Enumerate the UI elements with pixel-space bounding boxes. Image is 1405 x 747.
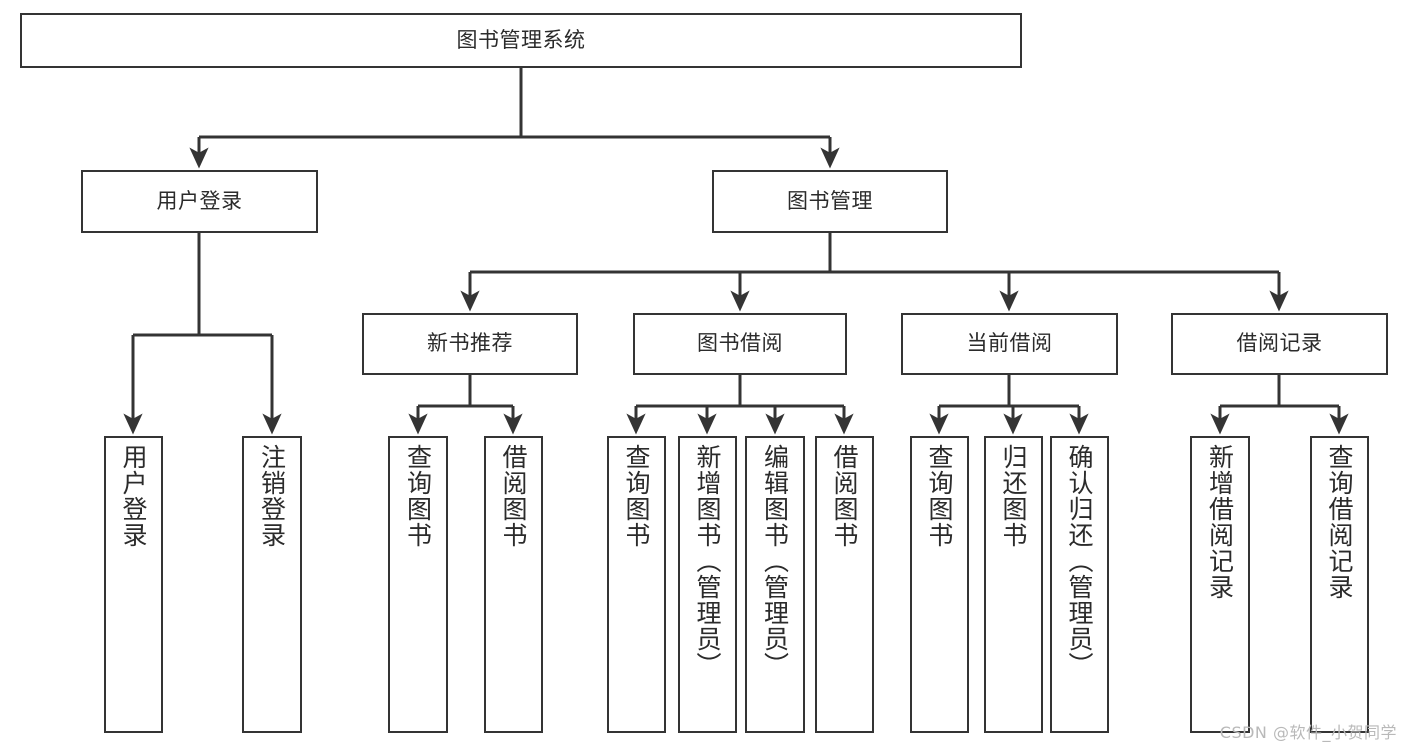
node-leaf-borrow-book-rec-label: 借阅图书 <box>499 444 528 548</box>
node-borrow-record-label: 借阅记录 <box>1236 331 1323 356</box>
node-leaf-query-book-cur[interactable]: 查询图书 <box>910 436 969 733</box>
node-current-borrow-label: 当前借阅 <box>966 331 1053 356</box>
node-leaf-query-record[interactable]: 查询借阅记录 <box>1310 436 1369 733</box>
node-leaf-borrow-book-rec[interactable]: 借阅图书 <box>484 436 543 733</box>
node-leaf-edit-book[interactable]: 编辑图书（管理员） <box>745 436 805 733</box>
node-borrow-record[interactable]: 借阅记录 <box>1171 313 1388 375</box>
node-current-borrow[interactable]: 当前借阅 <box>901 313 1118 375</box>
node-leaf-query-record-label: 查询借阅记录 <box>1325 444 1354 600</box>
node-root[interactable]: 图书管理系统 <box>20 13 1022 68</box>
node-leaf-query-book[interactable]: 查询图书 <box>607 436 666 733</box>
node-leaf-borrow-book-label: 借阅图书 <box>830 444 859 548</box>
node-leaf-add-book[interactable]: 新增图书（管理员） <box>678 436 737 733</box>
node-leaf-user-login-label: 用户登录 <box>119 444 148 548</box>
node-leaf-add-book-label: 新增图书（管理员） <box>693 444 722 678</box>
node-book-manage[interactable]: 图书管理 <box>712 170 948 233</box>
node-user-login[interactable]: 用户登录 <box>81 170 318 233</box>
node-leaf-confirm-return[interactable]: 确认归还（管理员） <box>1050 436 1109 733</box>
node-leaf-query-book-cur-label: 查询图书 <box>925 444 954 548</box>
node-leaf-query-book-label: 查询图书 <box>622 444 651 548</box>
node-leaf-return-book-label: 归还图书 <box>999 444 1028 548</box>
node-leaf-return-book[interactable]: 归还图书 <box>984 436 1043 733</box>
node-leaf-user-login[interactable]: 用户登录 <box>104 436 163 733</box>
node-root-label: 图书管理系统 <box>456 27 586 52</box>
node-book-manage-label: 图书管理 <box>787 188 873 213</box>
node-user-login-label: 用户登录 <box>156 188 243 213</box>
node-leaf-add-record[interactable]: 新增借阅记录 <box>1190 436 1250 733</box>
node-book-borrow-label: 图书借阅 <box>697 331 783 356</box>
csdn-watermark: CSDN @软件_小贺同学 <box>1219 723 1397 742</box>
node-leaf-borrow-book[interactable]: 借阅图书 <box>815 436 874 733</box>
node-leaf-add-record-label: 新增借阅记录 <box>1205 444 1235 600</box>
node-leaf-logout-label: 注销登录 <box>257 444 287 548</box>
node-new-book-rec-label: 新书推荐 <box>427 331 513 356</box>
node-leaf-query-book-rec[interactable]: 查询图书 <box>388 436 448 733</box>
node-leaf-confirm-return-label: 确认归还（管理员） <box>1065 444 1094 678</box>
node-leaf-logout[interactable]: 注销登录 <box>242 436 302 733</box>
node-book-borrow[interactable]: 图书借阅 <box>633 313 847 375</box>
node-new-book-rec[interactable]: 新书推荐 <box>362 313 578 375</box>
node-leaf-query-book-rec-label: 查询图书 <box>403 444 433 548</box>
node-leaf-edit-book-label: 编辑图书（管理员） <box>760 444 790 678</box>
